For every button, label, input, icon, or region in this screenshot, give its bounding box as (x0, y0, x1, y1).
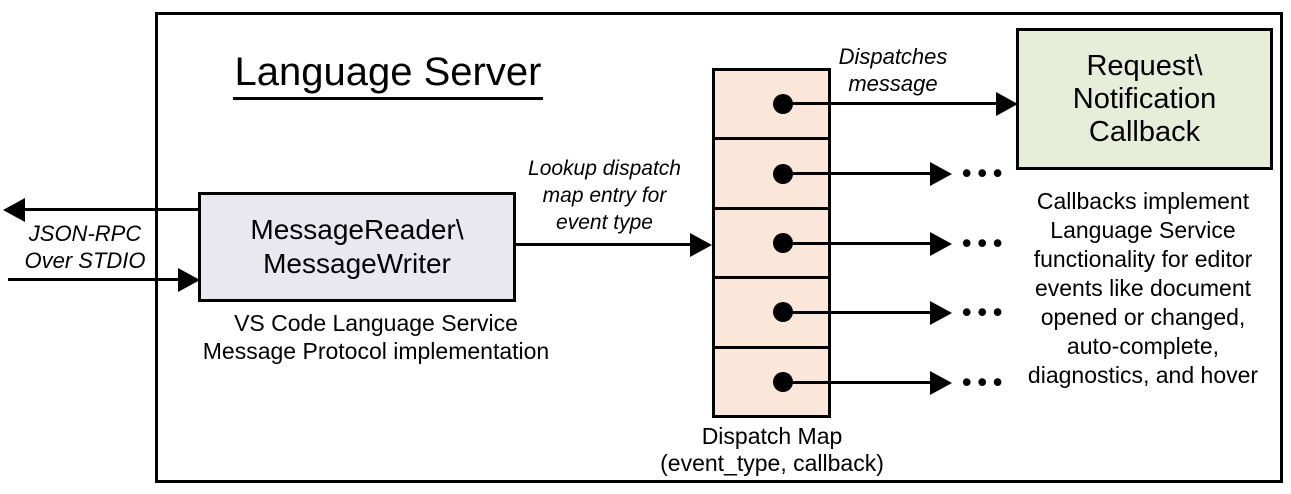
lookup-arrowhead-icon (690, 233, 712, 257)
lookup-arrow-label: Lookup dispatch map entry for event type (512, 155, 697, 236)
diagram-title: Language Server (188, 50, 588, 100)
dispatch-arrowhead-icon-3 (930, 232, 952, 256)
dispatch-map-cell (715, 349, 828, 415)
language-server-boundary (155, 12, 1283, 483)
dispatch-arrow-line-1 (788, 102, 996, 105)
stdio-label-line1: JSON-RPC (28, 221, 142, 246)
message-box-caption: VS Code Language Service Message Protoco… (194, 309, 558, 365)
ellipsis-3: ••• (962, 227, 1009, 258)
dispatch-map-caption-line2: (event_type, callback) (660, 450, 884, 476)
lookup-arrow-line (516, 243, 692, 246)
callback-box: Request\ Notification Callback (1016, 28, 1273, 170)
connector-dot-icon (773, 163, 793, 184)
dispatches-label-line1: Dispatches (838, 44, 948, 69)
message-reader-writer-box: MessageReader\ MessageWriter (198, 192, 516, 302)
message-box-line2: MessageWriter (263, 248, 451, 279)
dispatch-map-cell (715, 279, 828, 349)
dispatch-map-caption-line1: Dispatch Map (701, 423, 843, 449)
callback-box-line3: Callback (1088, 115, 1201, 148)
dispatch-arrow-line-3 (788, 242, 930, 245)
dispatch-map-caption: Dispatch Map (event_type, callback) (642, 423, 902, 477)
callback-box-line1: Request\ (1086, 49, 1203, 82)
dispatch-arrow-line-5 (788, 381, 930, 384)
diagram-title-text: Language Server (232, 50, 544, 100)
lookup-label-line3: event type (556, 211, 653, 234)
callback-note-line: Callbacks implement (1036, 188, 1250, 214)
dispatches-label-line2: message (848, 71, 938, 96)
message-box-caption-line1: VS Code Language Service (234, 310, 518, 336)
stdio-out-arrowhead-icon (3, 198, 25, 222)
stdio-in-arrowhead-icon (178, 268, 200, 292)
stdio-label-line2: Over STDIO (24, 248, 146, 273)
lookup-label-line2: map entry for (542, 184, 667, 207)
connector-dot-icon (773, 94, 793, 115)
callback-note: Callbacks implement Language Service fun… (1014, 187, 1272, 390)
callback-box-line2: Notification (1072, 82, 1217, 115)
callback-note-line: functionality for editor (1033, 246, 1253, 272)
connector-dot-icon (773, 302, 793, 323)
dispatch-map-cell (715, 210, 828, 280)
message-box-line1: MessageReader\ (250, 214, 464, 245)
lookup-label-line1: Lookup dispatch (528, 157, 681, 180)
dispatches-message-label: Dispatches message (818, 43, 968, 97)
dispatch-arrow-line-4 (788, 311, 930, 314)
message-box-caption-line2: Message Protocol implementation (202, 338, 550, 364)
callback-note-line: auto-complete, (1066, 333, 1220, 359)
stdio-out-arrow-line (24, 208, 200, 211)
dispatch-map-cell (715, 71, 828, 141)
stdio-in-arrow-line (8, 278, 180, 281)
dispatch-arrowhead-icon-2 (930, 162, 952, 186)
dispatch-arrowhead-icon-1 (996, 92, 1018, 116)
dispatch-arrow-line-2 (788, 172, 930, 175)
connector-dot-icon (773, 233, 793, 254)
stdio-channel-label: JSON-RPC Over STDIO (10, 220, 160, 274)
callback-note-line: opened or changed, (1040, 304, 1246, 330)
callback-note-line: diagnostics, and hover (1027, 362, 1259, 388)
dispatch-map-cell (715, 140, 828, 210)
ellipsis-4: ••• (962, 296, 1009, 327)
ellipsis-2: ••• (962, 157, 1009, 188)
dispatch-arrowhead-icon-5 (930, 371, 952, 395)
ellipsis-5: ••• (962, 366, 1009, 397)
dispatch-arrowhead-icon-4 (930, 301, 952, 325)
connector-dot-icon (773, 371, 793, 392)
callback-note-line: events like document (1034, 275, 1252, 301)
callback-note-line: Language Service (1050, 217, 1236, 243)
